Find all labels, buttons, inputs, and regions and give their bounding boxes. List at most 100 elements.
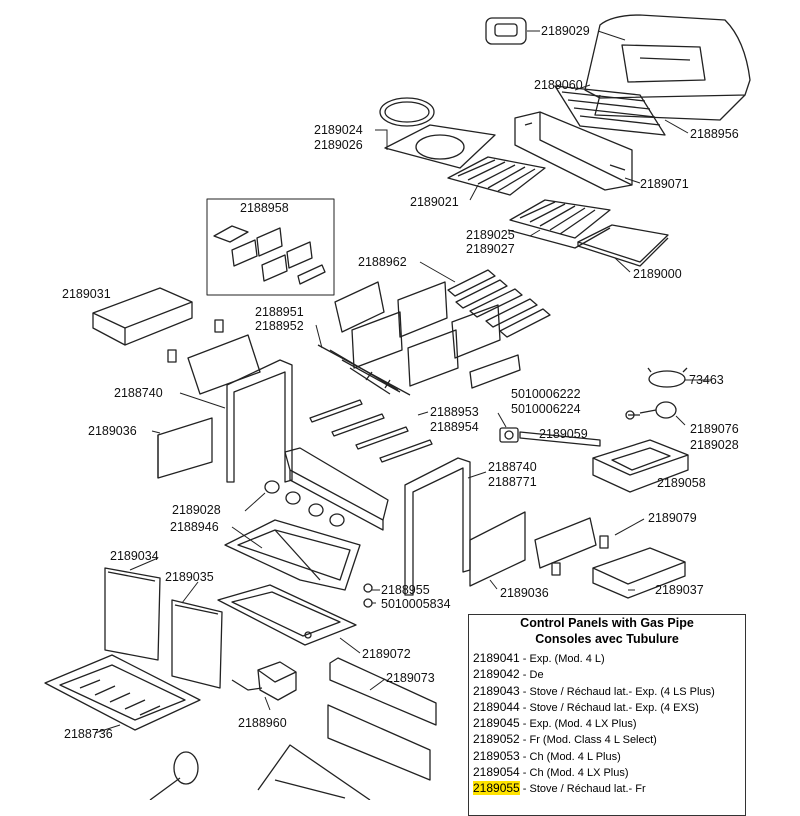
heat-shields	[213, 225, 326, 285]
cart-leg-right	[404, 457, 471, 596]
part-2189036-right: 2189036	[500, 586, 549, 600]
legend-code: 2189054	[473, 765, 520, 780]
part-2189028-right: 2189028	[690, 438, 739, 452]
part-2188962: 2188962	[358, 255, 407, 269]
legend-title-fr: Consoles avec Tubulure	[535, 632, 679, 646]
part-2189027: 2189027	[466, 242, 515, 256]
legend-row: 2189041 - Exp. (Mod. 4 L)	[469, 651, 745, 667]
cart-base	[257, 744, 371, 800]
flavorizer-bars	[447, 269, 551, 338]
cart-leg-left	[226, 359, 293, 483]
legend-desc: - Fr (Mod. Class 4 L Select)	[519, 734, 657, 747]
side-console-right	[534, 517, 609, 576]
part-2189028-left: 2189028	[172, 503, 221, 517]
side-console-left	[167, 319, 261, 395]
legend-row: 2189052 - Fr (Mod. Class 4 L Select)	[469, 732, 745, 748]
firebox	[514, 111, 633, 191]
part-2188952: 2188952	[255, 319, 304, 333]
legend-desc: - Stove / Réchaud lat.- Fr	[519, 783, 646, 796]
part-2189029: 2189029	[541, 24, 590, 38]
part-5010006222: 5010006222	[511, 387, 581, 401]
part-2189073: 2189073	[386, 671, 435, 685]
grate-frame	[384, 124, 496, 169]
rear-panel	[327, 657, 437, 781]
legend-code: 2189041	[473, 651, 520, 665]
part-2188771: 2188771	[488, 475, 537, 489]
part-2189026: 2189026	[314, 138, 363, 152]
part-2188736: 2188736	[64, 727, 113, 741]
control-knobs	[264, 480, 345, 527]
legend-row: 2189044 - Stove / Réchaud lat.- Exp. (4 …	[469, 700, 745, 716]
part-2188960: 2188960	[238, 716, 287, 730]
legend-code: 2189043	[473, 683, 520, 698]
drip-tray	[224, 519, 361, 591]
side-burner-valve	[625, 401, 677, 420]
cooking-grate	[447, 156, 546, 196]
side-burner-lid	[592, 439, 689, 493]
side-shelf-left	[92, 287, 193, 346]
part-2188953: 2188953	[430, 405, 479, 419]
part-2189000: 2189000	[633, 267, 682, 281]
heat-shield-box	[206, 198, 335, 296]
round-grate	[379, 97, 435, 127]
part-2189059: 2189059	[539, 427, 588, 441]
griddle	[577, 224, 669, 267]
legend-row: 2189043 - Stove / Réchaud lat.- Exp. (4 …	[469, 684, 745, 700]
caster-wheel	[149, 751, 199, 800]
legend-desc: - Ch (Mod. 4 LX Plus)	[519, 767, 629, 780]
part-2189034: 2189034	[110, 549, 159, 563]
cabinet-door-right	[171, 599, 223, 689]
legend-row: 2189045 - Exp. (Mod. 4 LX Plus)	[469, 716, 745, 732]
bottom-tray	[44, 654, 201, 731]
side-burner-ring	[647, 367, 688, 388]
legend-code: 2189045	[473, 716, 520, 731]
grill-lid	[584, 14, 751, 121]
part-2189037: 2189037	[655, 583, 704, 597]
part-2188951: 2188951	[255, 305, 304, 319]
part-2189021: 2189021	[410, 195, 459, 209]
part-2188946: 2188946	[170, 520, 219, 534]
legend-row-highlighted: 2189055 - Stove / Réchaud lat.- Fr	[469, 781, 745, 797]
leader-lines	[94, 30, 712, 734]
side-shelf-right	[592, 547, 686, 599]
legend-code: 2189042	[473, 667, 520, 682]
igniter-parts	[363, 583, 373, 608]
part-73463: 73463	[689, 373, 724, 387]
legend-code-highlighted: 2189055	[473, 781, 520, 796]
part-2189035: 2189035	[165, 570, 214, 584]
legend-desc: - Stove / Réchaud lat.- Exp. (4 EXS)	[519, 701, 699, 714]
warming-rack	[554, 85, 666, 136]
part-5010005834: 5010005834	[381, 597, 451, 611]
burner-housing	[334, 281, 521, 389]
part-2189024: 2189024	[314, 123, 363, 137]
part-2189058: 2189058	[657, 476, 706, 490]
burner-tubes	[309, 399, 433, 463]
legend-desc: - De	[519, 669, 544, 682]
legend-title-en: Control Panels with Gas Pipe	[520, 616, 694, 630]
part-2189071: 2189071	[640, 177, 689, 191]
legend-row: 2189053 - Ch (Mod. 4 L Plus)	[469, 749, 745, 765]
lid-handle	[485, 17, 527, 45]
control-panel	[284, 447, 389, 531]
part-2189031: 2189031	[62, 287, 111, 301]
legend-code: 2189052	[473, 732, 520, 747]
legend-desc: - Exp. (Mod. 4 LX Plus)	[519, 718, 637, 731]
part-5010006224: 5010006224	[511, 402, 581, 416]
legend-row: 2189042 - De	[469, 667, 745, 683]
cabinet-door-left	[104, 567, 161, 661]
control-panels-legend: Control Panels with Gas Pipe Consoles av…	[468, 614, 746, 816]
part-2189072: 2189072	[362, 647, 411, 661]
gas-tube	[519, 431, 601, 447]
part-2188740-right: 2188740	[488, 460, 537, 474]
part-2188956: 2188956	[690, 127, 739, 141]
part-2189060: 2189060	[534, 78, 583, 92]
legend-code: 2189044	[473, 699, 520, 714]
part-2188955: 2188955	[381, 583, 430, 597]
burner-manifold	[317, 344, 411, 396]
part-2189076: 2189076	[690, 422, 739, 436]
grease-tray	[231, 661, 297, 701]
part-2189025: 2189025	[466, 228, 515, 242]
legend-row: 2189054 - Ch (Mod. 4 LX Plus)	[469, 765, 745, 781]
bottom-shelf	[217, 584, 357, 646]
